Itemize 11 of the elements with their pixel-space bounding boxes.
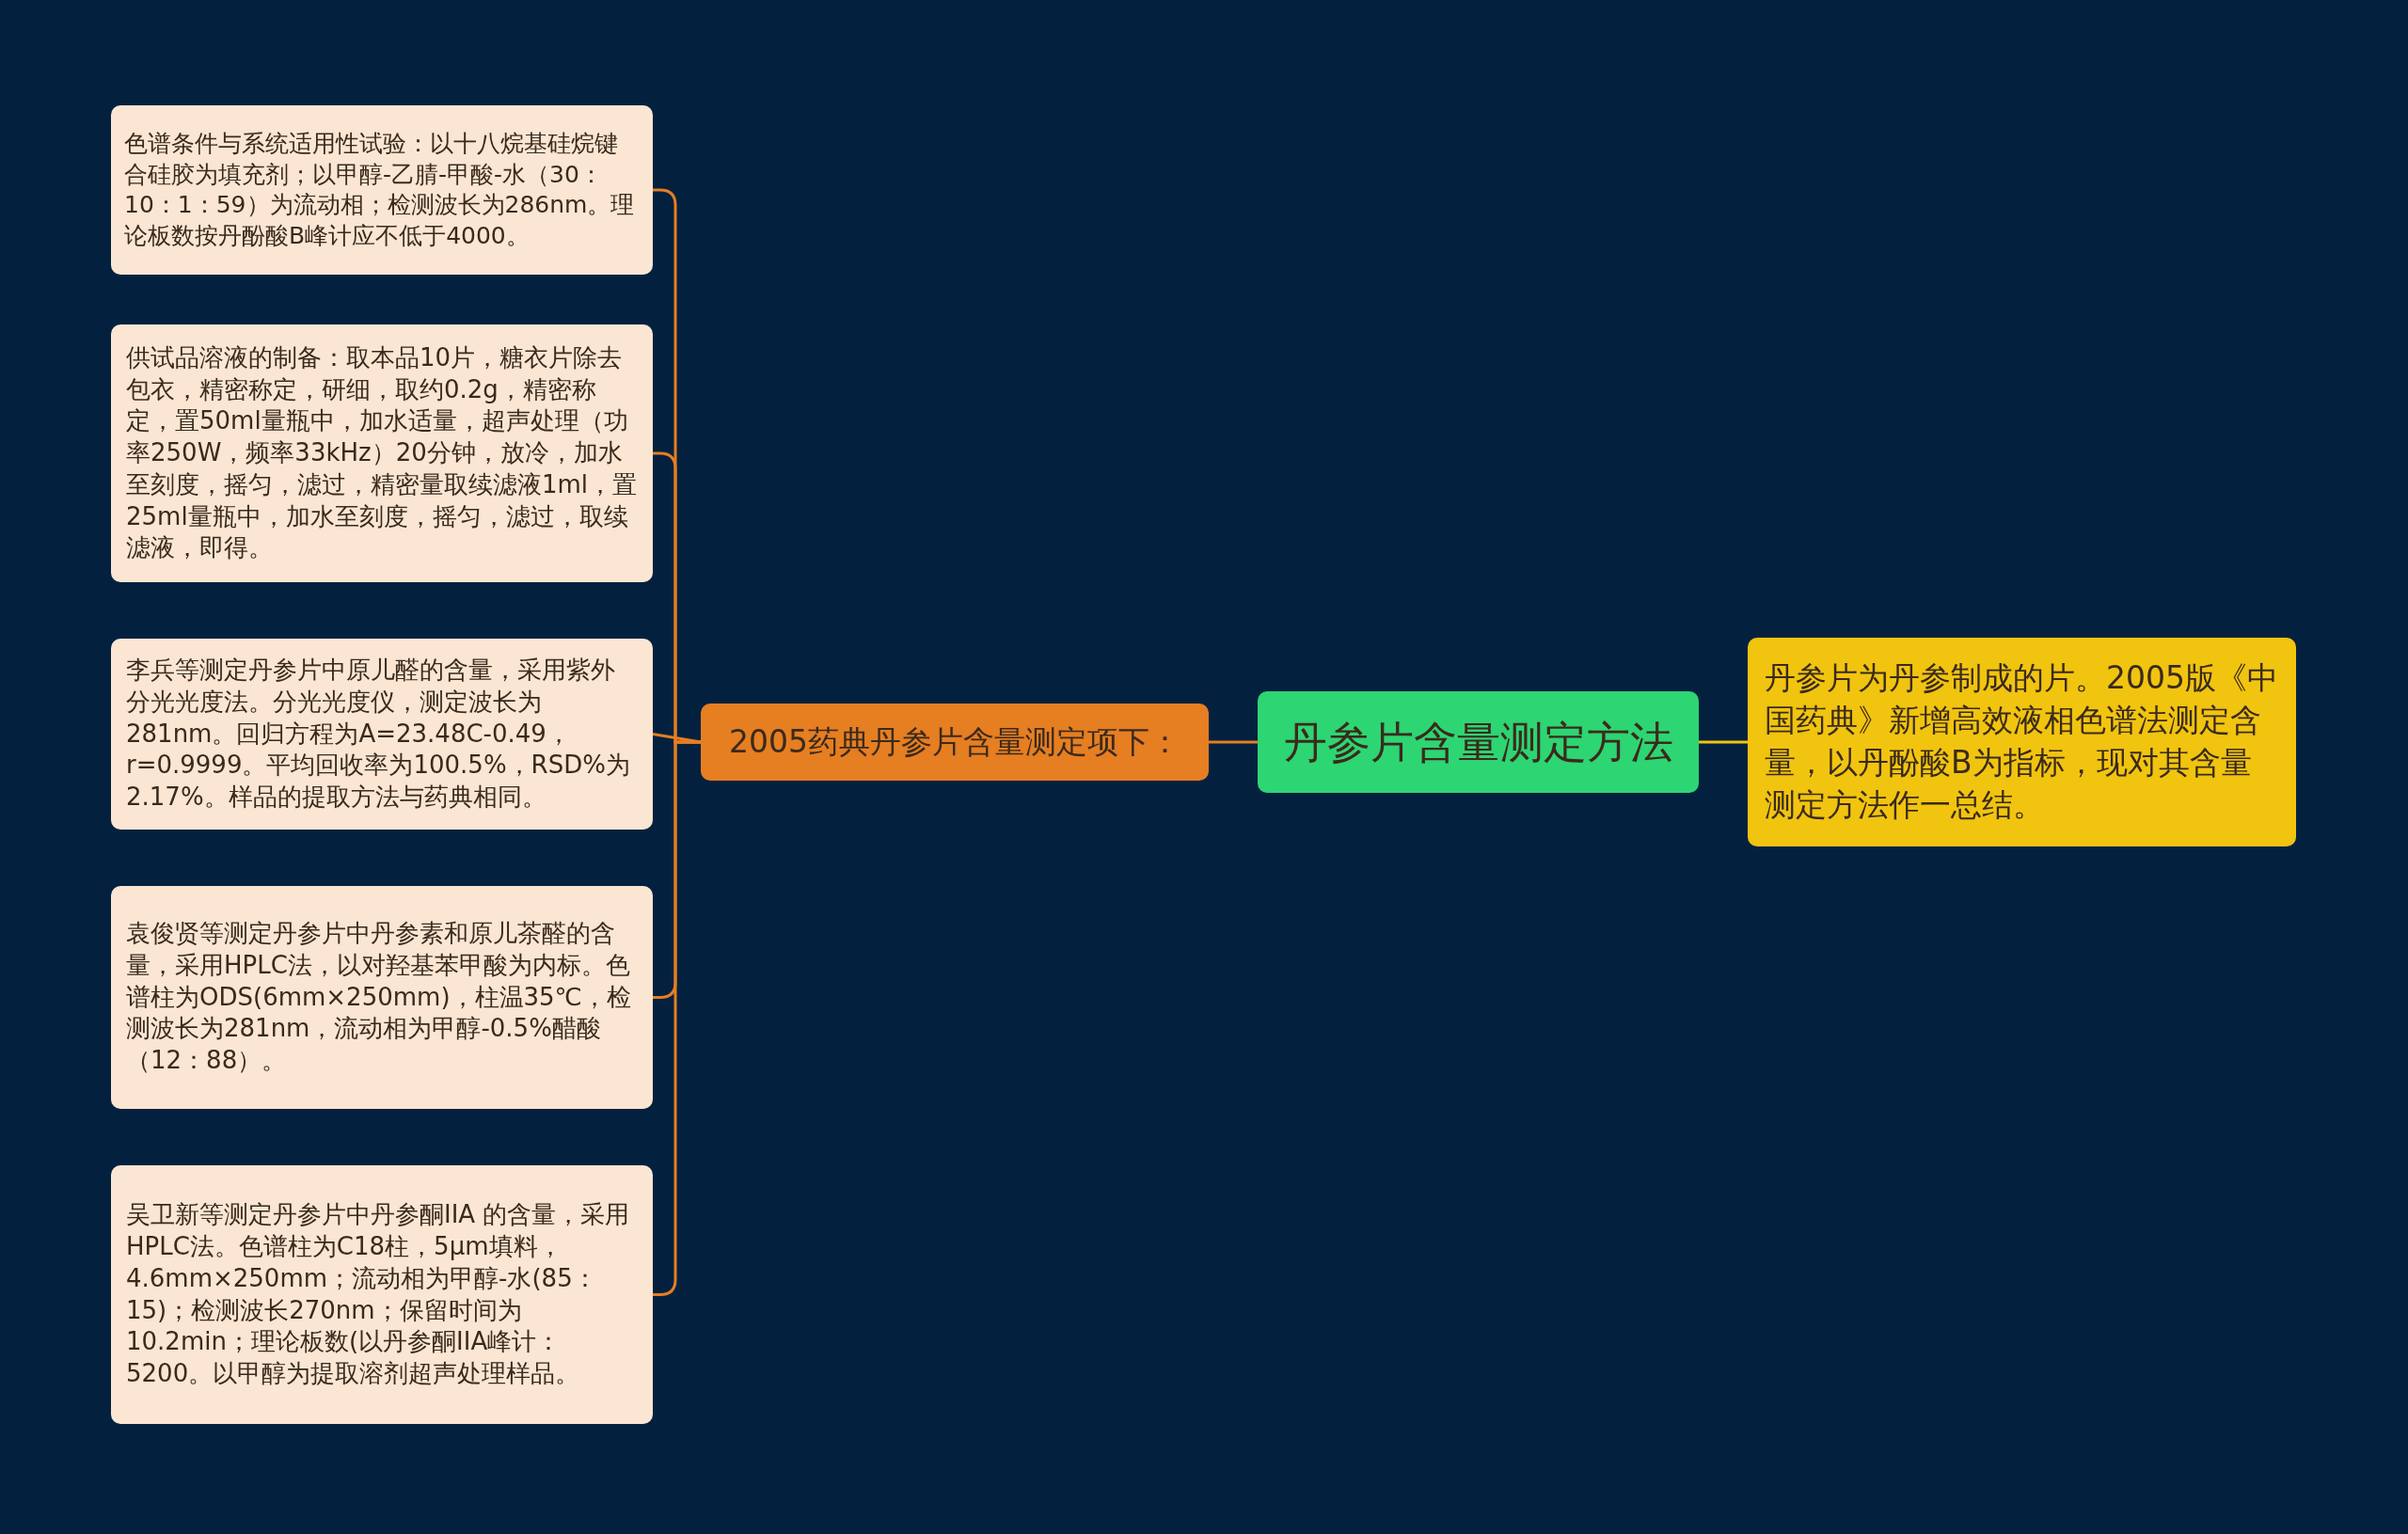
connector-line [1209,740,1258,744]
connector-line [652,733,702,744]
topic-box: 供试品溶液的制备：取本品10片，糖衣片除去包衣，精密称定，研细，取约0.2g，精密称定，置50ml量瓶中，加水适量，超声处理（功率250W，频率33kHz）20分钟，放冷，加水至刻度，摇匀，滤过，精密量取续滤液1ml，置25ml量瓶中，加水至刻度，摇匀，滤过，取续滤液，即得。 [111,324,653,582]
connector-line [1699,740,1748,744]
topic-box: 吴卫新等测定丹参片中丹参酮IIA 的含量，采用HPLC法。色谱柱为C18柱，5μm填料，4.6mm×250mm；流动相为甲醇-水(85：15)；检测波长270nm；保留时间为10.2min；理论板数(以丹参酮IIA峰计：5200。以甲醇为提取溶剂超声处理样品。 [111,1165,653,1424]
topic-box: 李兵等测定丹参片中原儿醛的含量，采用紫外分光光度法。分光光度仪，测定波长为281nm。回归方程为A=23.48C-0.49，r=0.9999。平均回收率为100.5%，RSD%为2.17%。样品的提取方法与药典相同。 [111,639,653,830]
summary-box: 丹参片为丹参制成的片。2005版《中国药典》新增高效液相色谱法测定含量，以丹酚酸B为指标，现对其含量测定方法作一总结。 [1748,638,2296,846]
root-box: 丹参片含量测定方法 [1258,691,1699,793]
topic-box: 色谱条件与系统适用性试验：以十八烷基硅烷键合硅胶为填充剂；以甲醇-乙腈-甲酸-水（30：10：1：59）为流动相；检测波长为286nm。理论板数按丹酚酸B峰计应不低于4000。 [111,105,653,275]
branch-box: 2005药典丹参片含量测定项下： [701,704,1209,781]
topic-box: 袁俊贤等测定丹参片中丹参素和原儿茶醛的含量，采用HPLC法，以对羟基苯甲酸为内标。色谱柱为ODS(6mm×250mm)，柱温35℃，检测波长为281nm，流动相为甲醇-0.5%醋酸（12：88）。 [111,886,653,1109]
